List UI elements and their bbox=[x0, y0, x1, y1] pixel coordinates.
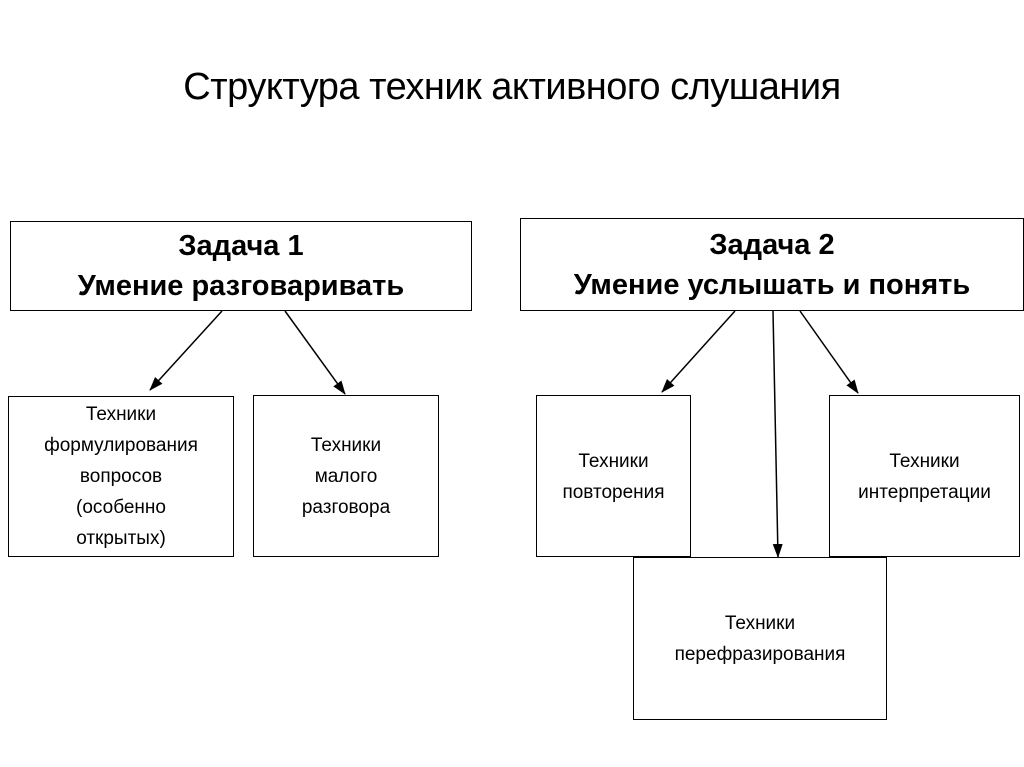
box-line: Техники bbox=[310, 434, 382, 456]
page-title: Структура техник активного слушания bbox=[183, 66, 841, 108]
box-line: разговора bbox=[301, 496, 391, 518]
box-line: Техники bbox=[578, 451, 649, 472]
box-line: повторения bbox=[562, 482, 665, 503]
questions-techniques-box: Техники формулирования вопросов (особенн… bbox=[8, 396, 234, 557]
task2-subtitle: Умение услышать и понять bbox=[573, 268, 971, 301]
smalltalk-techniques-box: Техники малого разговора bbox=[253, 395, 439, 557]
repetition-techniques-box: Техники повторения bbox=[536, 395, 691, 557]
box-line: Техники bbox=[85, 404, 157, 425]
task2-box: Задача 2 Умение услышать и понять bbox=[520, 218, 1024, 311]
arrow-task1-to-smalltalk bbox=[284, 310, 346, 395]
task2-heading: Задача 2 bbox=[709, 228, 835, 261]
task1-box: Задача 1 Умение разговаривать bbox=[10, 221, 472, 311]
box-line: формулирования bbox=[44, 435, 198, 456]
task1-heading: Задача 1 bbox=[178, 230, 304, 262]
box-line: Техники bbox=[724, 613, 796, 634]
paraphrasing-techniques-box: Техники перефразирования bbox=[633, 557, 887, 720]
box-line: открытых) bbox=[76, 528, 166, 549]
box-line: Техники bbox=[889, 451, 960, 472]
box-line: интерпретации bbox=[858, 482, 991, 503]
task1-subtitle: Умение разговаривать bbox=[77, 270, 405, 302]
arrow-task2-to-paraphrasing bbox=[772, 310, 783, 558]
arrow-task2-to-interpretation bbox=[799, 310, 859, 394]
box-line: вопросов bbox=[79, 466, 163, 487]
arrow-task2-to-repetition bbox=[661, 310, 736, 393]
box-line: (особенно bbox=[76, 497, 166, 518]
arrow-task1-to-questions bbox=[149, 310, 223, 391]
interpretation-techniques-box: Техники интерпретации bbox=[829, 395, 1020, 557]
box-line: перефразирования bbox=[674, 644, 846, 665]
box-line: малого bbox=[314, 465, 378, 487]
